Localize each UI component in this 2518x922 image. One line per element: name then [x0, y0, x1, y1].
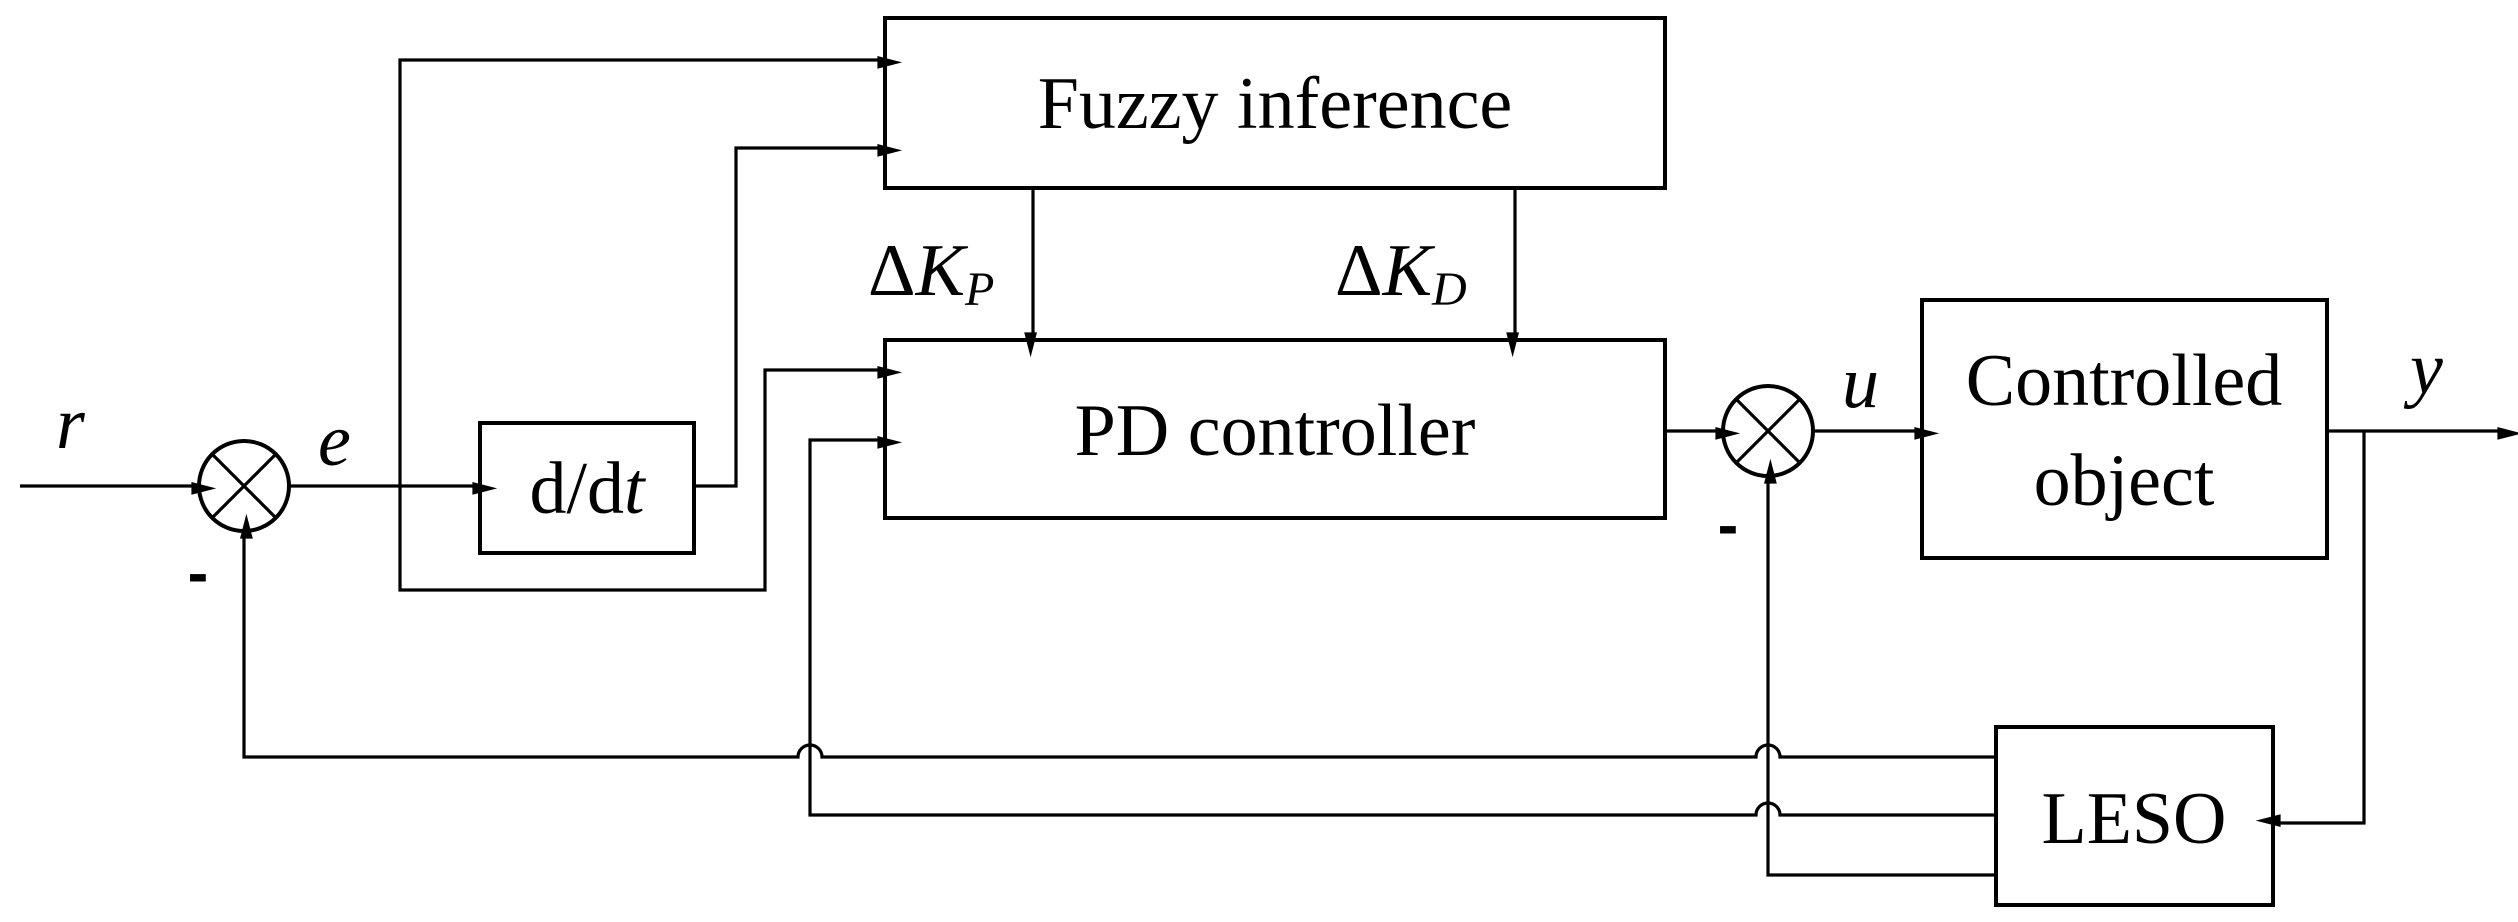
fuzzy-inference-label: Fuzzy inference [1038, 63, 1513, 145]
derivative-block [478, 421, 696, 555]
error-to-pd-line [398, 366, 903, 592]
leso-to-pd-line [808, 436, 1996, 817]
leso-to-sum1-line [240, 513, 1996, 759]
controlled-object-block [1920, 298, 2329, 560]
signal-r-label: r [56, 383, 86, 465]
pd-controller-block [883, 338, 1667, 520]
fuzzy-inference-block [883, 16, 1667, 190]
leso-to-sum2-line [1764, 458, 1996, 877]
signal-u-label: u [1842, 342, 1879, 424]
leso-label: LESO [2042, 778, 2227, 860]
derivative-to-fuzzy-line [694, 144, 903, 488]
output-to-leso-line [2255, 431, 2366, 827]
summing-junction-2 [1721, 384, 1815, 478]
controlled-object-label-line1: Controlled [1966, 340, 2283, 422]
pd-controller-label: PD controller [1075, 390, 1476, 472]
derivative-label: d/dt [529, 448, 647, 530]
leso-block [1994, 725, 2275, 907]
minus-sign-sum2: - [1718, 491, 1739, 560]
error-to-fuzzy-line [398, 56, 903, 486]
signal-e-label: e [318, 400, 351, 482]
delta-kd-label: ΔKD [1335, 230, 1467, 316]
delta-kp-label: ΔKP [868, 230, 994, 316]
summing-junction-1 [197, 439, 291, 533]
signal-y-label: y [2403, 328, 2443, 410]
controlled-object-label-line2: object [2034, 440, 2215, 522]
minus-sign-sum1: - [188, 539, 209, 608]
